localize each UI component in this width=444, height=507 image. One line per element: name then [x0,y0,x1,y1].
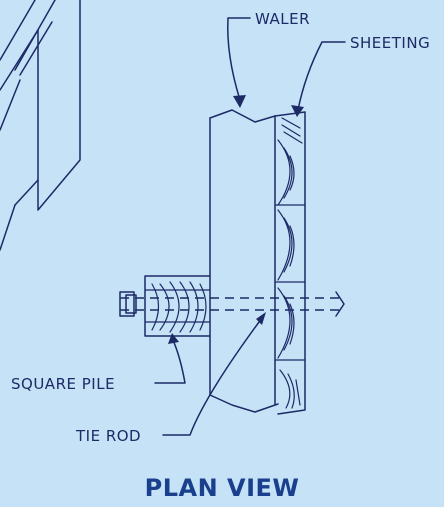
label-tie-rod: TIE ROD [75,427,141,445]
leader-tie-rod [162,312,266,436]
tie-rod [119,291,345,317]
label-sheeting: SHEETING [350,34,430,52]
sheeting [274,111,306,415]
adjacent-wall [0,0,81,251]
waler [209,109,279,413]
label-square-pile: SQUARE PILE [11,375,115,393]
page-title: PLAN VIEW [145,474,300,502]
leader-sheeting [291,41,346,117]
label-waler: WALER [255,10,310,28]
leader-square-pile [154,333,186,384]
leader-waler [227,17,251,108]
square-pile [144,275,211,337]
